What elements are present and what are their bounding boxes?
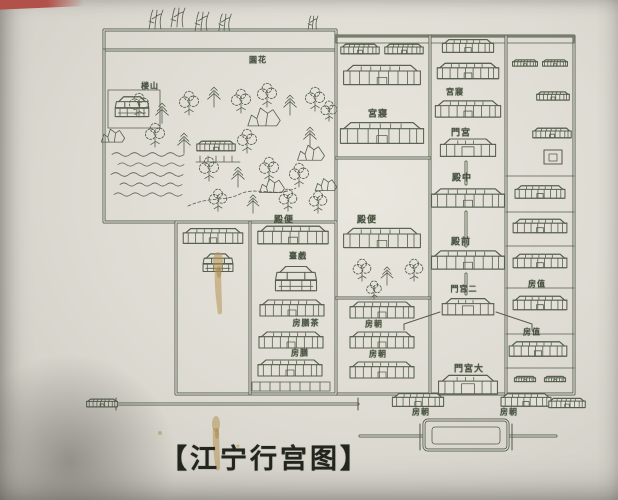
garden-house-icon: [196, 140, 236, 152]
tree-icon: [259, 156, 279, 182]
side-hall-west-icon: [257, 225, 329, 245]
hall-icon: [548, 398, 586, 408]
rock-icon: [314, 178, 338, 191]
hall-icon: [384, 43, 424, 55]
duty-room-icon: [512, 253, 568, 269]
tree-icon: [231, 88, 251, 114]
hall-icon: [434, 100, 502, 118]
pine-icon: [155, 102, 169, 124]
tree-icon: [404, 258, 424, 282]
tree-icon: [308, 190, 328, 214]
pine-icon: [283, 94, 297, 116]
kitchen-hall-icon: [257, 359, 323, 377]
pond-waves-icon: [113, 192, 183, 197]
pond-waves-icon: [110, 172, 184, 177]
pine-icon: [207, 86, 221, 108]
hall-icon: [532, 127, 572, 139]
pond-waves-icon: [117, 162, 185, 167]
tree-icon: [179, 90, 199, 116]
hall-icon: [544, 376, 566, 382]
tree-icon: [145, 122, 165, 148]
hall-icon: [182, 228, 244, 244]
great-gate-icon: [438, 374, 498, 395]
pond-waves-icon: [111, 152, 185, 157]
hall-icon: [343, 64, 421, 86]
tree-icon: [352, 258, 372, 282]
pond-waves-icon: [119, 182, 183, 187]
garden-features: [101, 7, 424, 300]
pine-icon: [246, 194, 260, 214]
hall-icon: [512, 59, 538, 67]
hall-icon: [508, 341, 568, 357]
pine-icon: [177, 132, 191, 154]
hall-icon: [514, 376, 536, 382]
rock-icon: [247, 107, 281, 127]
bamboo-icon: [194, 11, 210, 32]
hall-icon: [542, 59, 568, 67]
hall-icon: [442, 39, 494, 53]
bamboo-icon: [170, 7, 186, 28]
pine-icon: [231, 166, 245, 188]
outer-court-room-icon: [500, 393, 552, 407]
screen-wall: [424, 420, 508, 450]
garden-gallery: [104, 30, 336, 50]
garden-wall: [104, 50, 336, 222]
screen-wall: [424, 420, 508, 450]
side-hall-east-icon: [343, 227, 421, 249]
outer-walls: [104, 30, 574, 450]
duty-room-icon: [512, 295, 568, 311]
court-room-icon: [349, 301, 415, 319]
map-caption: 【江宁行宫图】: [160, 444, 370, 475]
hall-icon: [512, 218, 568, 234]
middle-hall-icon: [431, 188, 505, 208]
rock-icon: [297, 144, 325, 161]
court-room-icon: [349, 361, 415, 379]
kitchen-hall-icon: [258, 331, 324, 349]
hall-icon: [436, 62, 500, 80]
annex-wall: [176, 222, 336, 394]
tree-icon: [208, 188, 228, 212]
tree-icon: [237, 128, 257, 154]
court-room-icon: [349, 331, 415, 349]
palace-gate-icon: [440, 138, 496, 157]
hall-icon: [536, 91, 570, 101]
kitchen-hall-icon: [259, 299, 325, 317]
tree-icon: [257, 82, 277, 108]
tree-icon: [289, 162, 309, 188]
pine-icon: [303, 126, 317, 148]
stage-icon: [275, 266, 317, 292]
front-hall-icon: [431, 250, 505, 270]
palace-buildings: [86, 39, 586, 408]
rock-icon: [259, 178, 285, 193]
sleeping-palace-hall-icon: [339, 122, 425, 144]
garden-wall: [104, 50, 336, 222]
pine-icon: [380, 266, 394, 286]
hall-icon: [514, 185, 566, 199]
paper-stains: [158, 252, 240, 471]
hall-icon: [86, 398, 118, 408]
low-row-icon: [252, 382, 330, 391]
outer-court-room-icon: [392, 393, 444, 407]
second-gate-icon: [441, 298, 495, 316]
hall-icon: [340, 43, 380, 55]
bamboo-icon: [148, 9, 164, 30]
garden-gallery: [104, 30, 336, 50]
bamboo-icon: [307, 15, 319, 30]
